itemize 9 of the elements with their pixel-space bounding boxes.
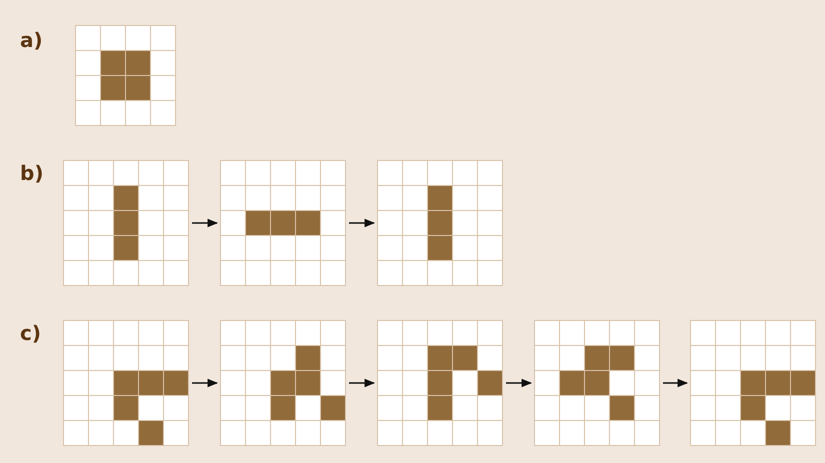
arrow xyxy=(349,218,376,228)
arrow xyxy=(192,218,218,228)
arrow xyxy=(349,378,376,388)
panel-label: b) xyxy=(20,163,44,183)
arrow xyxy=(192,378,218,388)
arrow xyxy=(663,378,688,388)
panel-label: a) xyxy=(20,30,43,50)
panel-label: c) xyxy=(20,323,41,343)
arrow xyxy=(506,378,532,388)
